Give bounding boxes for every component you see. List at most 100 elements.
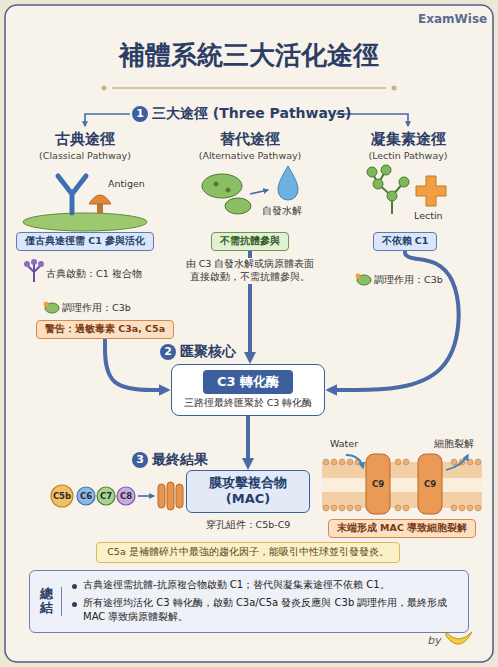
cell-membrane [322,492,482,508]
component-note: 穿孔組件：C5b-C9 [206,519,291,532]
callout-number: 2 [160,344,176,360]
lectin-molecule-icon [399,177,409,187]
node-text: 不需抗體參與 [220,235,280,248]
step-note: 古典啟動：C1 複合物 [46,268,142,281]
mac-pore-icon [167,482,174,510]
brand-label: ExamWise [418,12,487,26]
result-box: 末端形成 MAC 導致細胞裂解 [328,519,476,538]
lectin-molecule-icon [367,165,409,201]
cell-membrane [322,459,482,511]
pathway-title: 替代途徑 [220,130,280,149]
bacteria-icon [214,182,218,186]
water-arrow [346,455,363,468]
bullet-dot [72,602,77,607]
node-text: 末端形成 MAC 導致細胞裂解 [337,522,467,535]
illustration-label: Antigen [108,178,145,189]
c9-pore [366,454,442,514]
lysis-arrow [446,455,468,470]
summary-text: 所有途徑均活化 C3 轉化酶，啟動 C3a/C5a 發炎反應與 C3b 調理作用… [83,596,458,625]
section-heading: 匯聚核心 [180,343,236,361]
section-heading: 最終結果 [152,451,208,469]
flow-arrow [246,416,250,460]
cell-membrane [339,459,345,465]
title-underline [392,86,397,91]
banana-icon [446,632,472,644]
page-frame [5,5,493,662]
cell-membrane [451,459,457,465]
complement-component-circles [97,487,115,505]
callout-number: 1 [132,106,148,122]
title-underline [102,86,107,91]
c1-complex-icon [24,259,44,282]
lectin-molecule-icon [373,179,383,189]
assembly-arrow [138,495,154,497]
summary-box: 總結古典途徑需抗體-抗原複合物啟動 C1；替代與凝集素途徑不依賴 C1。所有途徑… [29,570,469,633]
bacteria-icon [202,174,242,198]
cell-membrane [347,505,353,511]
bacteria-icon [226,188,230,192]
assembly-arrow [138,495,154,497]
cell-membrane [322,478,482,492]
c3b-icon [44,302,60,314]
convergence-box: 三路徑最終匯聚於 C3 轉化酶C3 轉化酶 [171,364,326,416]
description-text: 由 C3 自發水解或病原體表面直接啟動，不需抗體參與。 [185,258,315,284]
mac-pore-icon [176,484,183,508]
summary-item: 所有途徑均活化 C3 轉化酶，啟動 C3a/C5a 發炎反應與 C3b 調理作用… [72,596,458,625]
branch-lines [85,114,130,126]
complement-component-circles [51,485,135,507]
cell-membrane [395,459,401,465]
step-note: 調理作用：C3b [62,302,131,315]
pathogen-cross-icon [416,176,446,206]
bacteria-icon [225,198,251,214]
pathogen-cross-icon [416,176,446,206]
illustration-label: 自發水解 [262,205,302,218]
antigen-icon [89,195,111,204]
cell-membrane [331,505,337,511]
title-underline [102,86,397,91]
pathogen-surface [23,213,147,231]
title-underline [112,87,386,89]
pathway-tag: 不依賴 C1 [373,232,438,251]
cell-membrane [475,505,481,511]
by-line: by [428,634,442,647]
component-label: C7 [100,491,112,501]
mac-box: 膜攻擊複合物 (MAC) [186,470,310,513]
antibody-icon [58,176,86,213]
illustration-label: Water [330,438,358,449]
summary-text: 古典途徑需抗體-抗原複合物啟動 C1；替代與凝集素途徑不依賴 C1。 [83,578,390,593]
antibody-icon [58,176,86,213]
pathway-subtitle: (Lectin Pathway) [368,150,447,161]
mac-pore-icon [158,484,165,508]
c1-complex-icon [31,259,37,265]
c3b-icon [356,274,361,279]
node-text: 僅古典途徑需 C1 參與活化 [25,235,145,248]
flow-arrow [335,251,459,390]
lectin-molecule-icon [367,165,409,214]
note-box: C5a 是補體碎片中最強的趨化因子，能吸引中性球並引發發炎。 [96,542,400,563]
component-label: C9 [424,479,436,489]
cell-membrane [459,505,465,511]
component-label: C8 [120,491,132,501]
lectin-molecule-icon [387,191,397,201]
banana-icon [446,632,472,644]
complement-component-circles [117,487,135,505]
illustration-label: Lectin [414,210,443,221]
node-text: 三路徑最終匯聚於 C3 轉化酶 [184,397,313,410]
pathogen-surface [23,213,147,231]
callout-number: 3 [132,452,148,468]
lysis-arrow [446,455,468,470]
cell-membrane [323,505,329,511]
hydrolysis-arrow [250,190,268,194]
c1-complex-icon [24,261,30,267]
c3b-icon [356,274,372,286]
c9-pore [366,454,390,514]
water-arrow [346,455,363,468]
cell-membrane [395,505,401,511]
cell-membrane [355,505,361,511]
bullet-dot [72,584,77,589]
node-text: 警告：過敏毒素 C3a, C5a [45,323,165,336]
node-text: 膜攻擊複合物 (MAC) [197,475,299,508]
component-label: C9 [372,479,384,489]
